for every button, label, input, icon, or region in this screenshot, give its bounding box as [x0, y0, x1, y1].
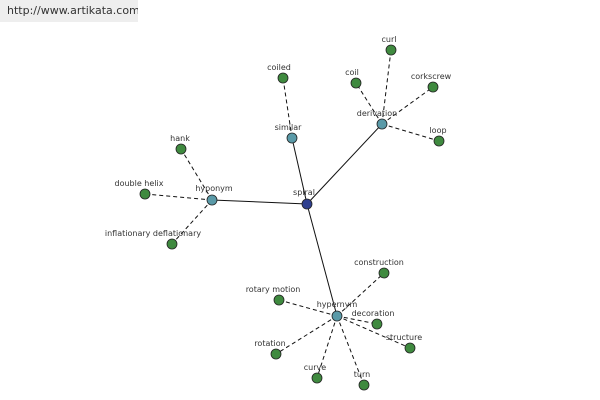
label-curve: curve [304, 363, 326, 372]
edge-spiral-similar [291, 137, 308, 205]
node-curl[interactable] [385, 44, 397, 56]
edge-hypernym-rotation [275, 315, 338, 355]
node-coiled[interactable] [277, 72, 289, 84]
node-turn[interactable] [358, 379, 370, 391]
label-similar: similar [275, 123, 303, 132]
edge-hypernym-structure [336, 315, 411, 349]
label-decoration: decoration [352, 309, 395, 318]
label-derivation: derivation [357, 109, 397, 118]
edge-derivation-coil [355, 82, 383, 125]
node-decoration[interactable] [371, 318, 383, 330]
label-spiral: spiral [293, 188, 315, 197]
node-structure[interactable] [404, 342, 416, 354]
node-coil[interactable] [350, 77, 362, 89]
label-loop: loop [429, 126, 446, 135]
node-inflationary-deflationary[interactable] [166, 238, 178, 250]
node-double-helix[interactable] [139, 188, 151, 200]
node-loop[interactable] [433, 135, 445, 147]
node-hypernym[interactable] [331, 310, 343, 322]
edge-hyponym-hank [180, 148, 213, 201]
edge-derivation-loop [381, 123, 440, 142]
watermark-url: http://www.artikata.com [0, 0, 138, 22]
label-structure: structure [386, 333, 422, 342]
label-coil: coil [345, 68, 359, 77]
node-hank[interactable] [175, 143, 187, 155]
edge-hypernym-rotary-motion [278, 299, 338, 317]
label-double-helix: double helix [115, 179, 164, 188]
edge-spiral-derivation [306, 123, 383, 205]
node-rotation[interactable] [270, 348, 282, 360]
label-hyponym: hyponym [195, 184, 233, 193]
label-construction: construction [354, 258, 404, 267]
edge-similar-coiled [282, 77, 293, 139]
graph-nodes [139, 44, 445, 391]
label-coiled: coiled [267, 63, 291, 72]
node-rotary-motion[interactable] [273, 294, 285, 306]
label-hank: hank [170, 134, 190, 143]
edge-hyponym-double-helix [144, 193, 213, 201]
label-rotary-motion: rotary motion [246, 285, 301, 294]
node-similar[interactable] [286, 132, 298, 144]
graph-labels: spiral similar coiled derivation curl coil cor… [105, 35, 452, 379]
edge-derivation-corkscrew [381, 86, 434, 125]
edge-hypernym-construction [336, 272, 385, 317]
node-derivation[interactable] [376, 118, 388, 130]
label-turn: turn [354, 370, 370, 379]
label-corkscrew: corkscrew [411, 72, 452, 81]
node-spiral[interactable] [301, 198, 313, 210]
edge-hyponym-inflationary-deflationary [171, 199, 213, 245]
node-construction[interactable] [378, 267, 390, 279]
label-curl: curl [382, 35, 397, 44]
edge-hypernym-turn [336, 315, 365, 386]
label-rotation: rotation [254, 339, 285, 348]
node-corkscrew[interactable] [427, 81, 439, 93]
graph-edges [144, 49, 440, 386]
label-inflationary-deflationary: inflationary deflationary [105, 229, 201, 238]
label-hypernym: hypernym [317, 300, 358, 309]
edge-spiral-hypernym [306, 203, 338, 317]
edge-hypernym-curve [316, 315, 338, 379]
edge-derivation-curl [381, 49, 392, 125]
edge-spiral-hyponym [211, 199, 308, 205]
node-curve[interactable] [311, 372, 323, 384]
node-hyponym[interactable] [206, 194, 218, 206]
